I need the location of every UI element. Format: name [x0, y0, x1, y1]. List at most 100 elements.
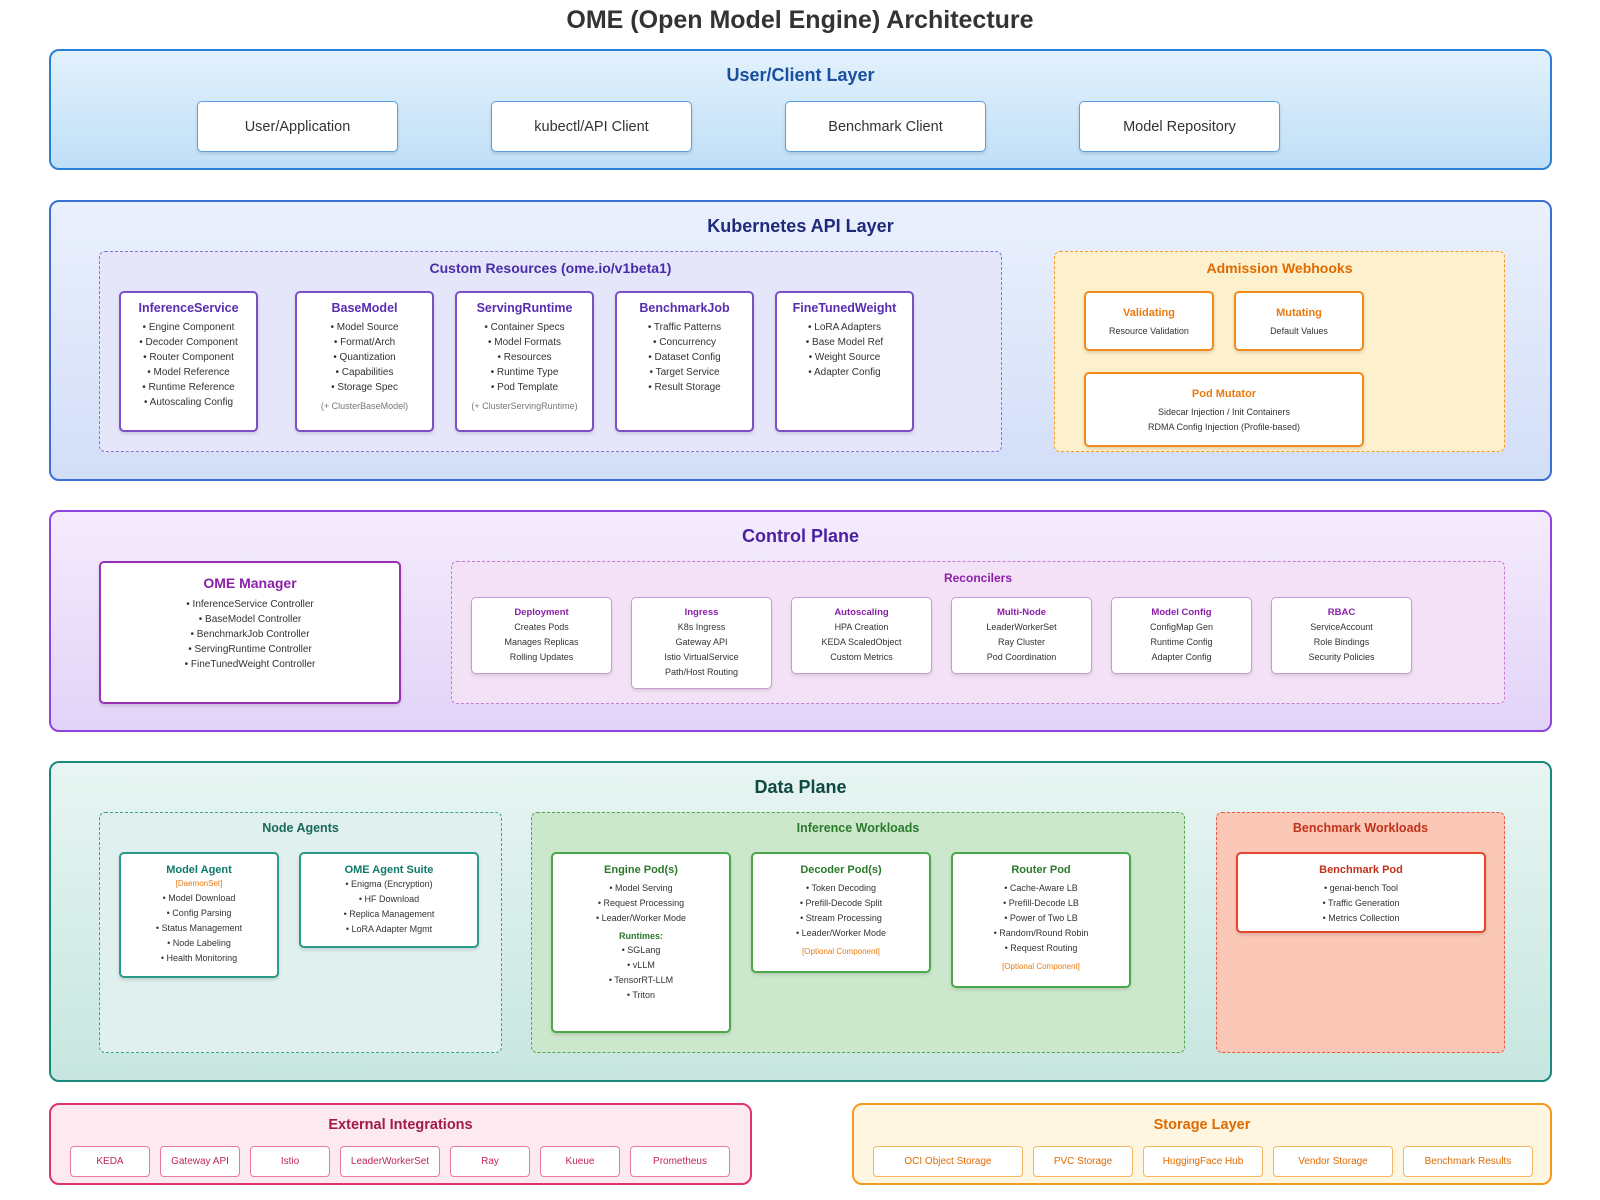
- webhook-mutating: Mutating Default Values: [1234, 291, 1364, 351]
- integration-prometheus: Prometheus: [630, 1146, 730, 1177]
- cr-line: • Result Storage: [648, 382, 721, 393]
- engine-line: • Model Serving: [609, 883, 673, 893]
- agent-line: • Enigma (Encryption): [345, 879, 433, 889]
- external-integrations-title: External Integrations: [328, 1117, 473, 1133]
- external-integrations-layer: External Integrations KEDA Gateway API I…: [49, 1103, 752, 1185]
- inference-workloads-title: Inference Workloads: [796, 821, 920, 835]
- reconciler-multi-node: Multi-Node LeaderWorkerSet Ray Cluster P…: [951, 597, 1092, 674]
- manager-line: • ServingRuntime Controller: [188, 644, 312, 655]
- reconciler-line: Manages Replicas: [504, 637, 579, 647]
- webhook-line: Sidecar Injection / Init Containers: [1157, 407, 1291, 417]
- control-plane-layer: Control Plane OME Manager • InferenceSer…: [49, 510, 1552, 732]
- cr-line: • Runtime Type: [490, 367, 559, 378]
- manager-line: • InferenceService Controller: [186, 599, 314, 610]
- reconciler-line: Custom Metrics: [830, 652, 893, 662]
- reconciler-line: ConfigMap Gen: [1149, 622, 1214, 632]
- decoder-line: • Leader/Worker Mode: [795, 928, 887, 938]
- ome-manager: OME Manager • InferenceService Controlle…: [99, 561, 401, 704]
- reconciler-line: Adapter Config: [1151, 652, 1212, 662]
- cr-line: • Container Specs: [484, 322, 565, 333]
- decoder-line: • Stream Processing: [800, 913, 882, 923]
- cr-line: • Model Source: [330, 322, 399, 333]
- benchmark-line: • Metrics Collection: [1322, 913, 1400, 923]
- cr-line: • Capabilities: [335, 367, 394, 378]
- custom-resources-group: Custom Resources (ome.io/v1beta1) Infere…: [99, 251, 1002, 452]
- ome-agent-suite: OME Agent Suite • Enigma (Encryption) • …: [299, 852, 479, 948]
- router-line: • Cache-Aware LB: [1004, 883, 1078, 893]
- cr-name: InferenceService: [138, 301, 239, 315]
- cr-name: ServingRuntime: [476, 301, 573, 315]
- cr-line: • Adapter Config: [808, 367, 881, 378]
- cr-line: • Runtime Reference: [142, 382, 235, 393]
- reconciler-line: LeaderWorkerSet: [986, 622, 1057, 632]
- manager-line: • FineTunedWeight Controller: [184, 659, 316, 670]
- client-user-application: User/Application: [197, 101, 398, 152]
- runtime-item: • Triton: [626, 990, 656, 1000]
- cr-name: FineTunedWeight: [792, 301, 897, 315]
- cr-line: • Model Reference: [147, 367, 230, 378]
- agent-line: • Status Management: [155, 923, 243, 933]
- cr-line: • Engine Component: [142, 322, 235, 333]
- storage-vendor: Vendor Storage: [1273, 1146, 1393, 1177]
- manager-line: • BaseModel Controller: [198, 614, 302, 625]
- cr-line: • Storage Spec: [331, 382, 398, 393]
- cr-note: (+ ClusterServingRuntime): [471, 401, 578, 411]
- router-pod: Router Pod • Cache-Aware LB • Prefill-De…: [951, 852, 1131, 988]
- cr-line: • Weight Source: [808, 352, 881, 363]
- model-agent-name: Model Agent: [166, 864, 232, 876]
- integration-istio: Istio: [250, 1146, 330, 1177]
- engine-pods: Engine Pod(s) • Model Serving • Request …: [551, 852, 731, 1033]
- reconciler-model-config: Model Config ConfigMap Gen Runtime Confi…: [1111, 597, 1252, 674]
- cr-note: (+ ClusterBaseModel): [320, 401, 409, 411]
- diagram-title: OME (Open Model Engine) Architecture: [566, 6, 1034, 34]
- reconciler-deployment: Deployment Creates Pods Manages Replicas…: [471, 597, 612, 674]
- storage-oci: OCI Object Storage: [873, 1146, 1023, 1177]
- cr-line: • Format/Arch: [333, 337, 396, 348]
- cr-line: • Concurrency: [653, 337, 716, 348]
- agent-line: • Health Monitoring: [160, 953, 238, 963]
- benchmark-line: • Traffic Generation: [1322, 898, 1400, 908]
- webhook-line: RDMA Config Injection (Profile-based): [1147, 422, 1301, 432]
- cr-line: • Dataset Config: [648, 352, 721, 363]
- webhook-validating: Validating Resource Validation: [1084, 291, 1214, 351]
- control-plane-title: Control Plane: [741, 526, 859, 546]
- reconcilers-title: Reconcilers: [943, 571, 1013, 585]
- reconciler-name: Model Config: [1151, 607, 1212, 618]
- storage-benchmark-results: Benchmark Results: [1403, 1146, 1533, 1177]
- cr-inferenceservice: InferenceService • Engine Component • De…: [119, 291, 258, 432]
- cr-line: • Autoscaling Config: [143, 397, 234, 408]
- reconciler-name: Autoscaling: [834, 607, 889, 618]
- reconciler-autoscaling: Autoscaling HPA Creation KEDA ScaledObje…: [791, 597, 932, 674]
- runtime-item: • SGLang: [621, 945, 661, 955]
- reconciler-ingress: Ingress K8s Ingress Gateway API Istio Vi…: [631, 597, 772, 689]
- reconciler-line: K8s Ingress: [677, 622, 726, 632]
- cr-servingruntime: ServingRuntime • Container Specs • Model…: [455, 291, 594, 432]
- reconciler-line: Gateway API: [675, 637, 728, 647]
- cr-benchmarkjob: BenchmarkJob • Traffic Patterns • Concur…: [615, 291, 754, 432]
- reconciler-line: HPA Creation: [834, 622, 889, 632]
- reconciler-line: Rolling Updates: [509, 652, 574, 662]
- client-model-repository: Model Repository: [1079, 101, 1280, 152]
- client-kubectl-api: kubectl/API Client: [491, 101, 692, 152]
- admission-webhooks-group: Admission Webhooks Validating Resource V…: [1054, 251, 1505, 452]
- cr-line: • Router Component: [143, 352, 234, 363]
- ome-manager-name: OME Manager: [203, 575, 297, 591]
- router-line: • Power of Two LB: [1004, 913, 1078, 923]
- storage-pvc: PVC Storage: [1033, 1146, 1133, 1177]
- decoder-pods: Decoder Pod(s) • Token Decoding • Prefil…: [751, 852, 931, 973]
- reconciler-line: Pod Coordination: [986, 652, 1057, 662]
- reconciler-line: Runtime Config: [1150, 637, 1213, 647]
- integration-leaderworkerset: LeaderWorkerSet: [340, 1146, 440, 1177]
- runtime-item: • vLLM: [627, 960, 655, 970]
- reconciler-name: Deployment: [514, 607, 569, 618]
- cr-name: BenchmarkJob: [639, 301, 730, 315]
- agent-line: • Config Parsing: [166, 908, 232, 918]
- agent-suite-name: OME Agent Suite: [344, 864, 434, 876]
- decoder-pods-name: Decoder Pod(s): [800, 864, 882, 876]
- integration-gateway-api: Gateway API: [160, 1146, 240, 1177]
- reconciler-line: Role Bindings: [1313, 637, 1370, 647]
- router-line: • Prefill-Decode LB: [1003, 898, 1079, 908]
- webhook-name: Validating: [1123, 307, 1175, 319]
- benchmark-pod-name: Benchmark Pod: [1319, 864, 1403, 876]
- user-layer-title: User/Client Layer: [726, 65, 875, 85]
